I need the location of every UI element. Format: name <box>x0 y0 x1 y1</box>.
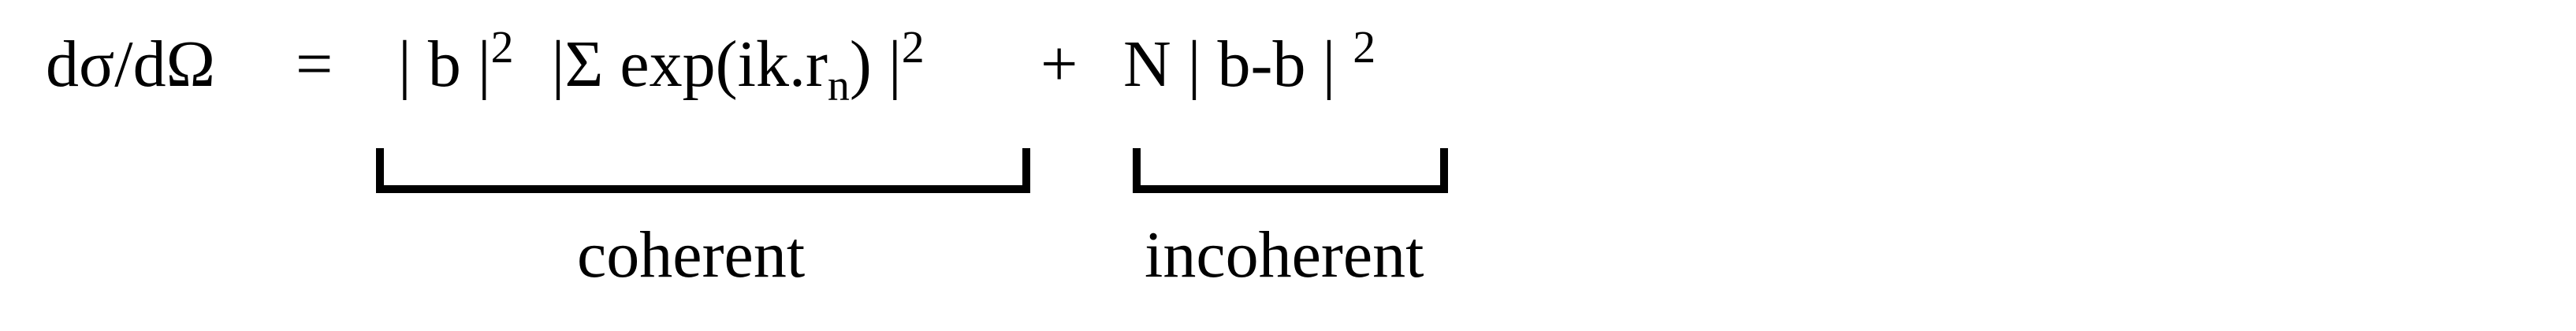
plus-sign: + <box>1040 28 1078 101</box>
lhs-differential-cross-section: dσ/dΩ <box>46 28 216 101</box>
incoherent-label: incoherent <box>1145 218 1424 292</box>
coherent-exponent-2: 2 <box>901 21 925 73</box>
incoherent-expression: N | b-b | <box>1123 28 1336 101</box>
coherent-term: | b |2|Σ exp(ik.rn) |2 <box>398 24 925 109</box>
coherent-exponent-1: 2 <box>490 21 514 73</box>
position-subscript: n <box>827 61 850 110</box>
coherent-label: coherent <box>577 218 806 292</box>
equals-sign: = <box>296 28 333 101</box>
incoherent-term: N | b-b | 2 <box>1123 24 1375 98</box>
scattering-length-abs: | b | <box>398 28 491 101</box>
phase-sum: |Σ exp(ik.r <box>551 28 828 101</box>
coherent-bracket <box>376 148 1030 193</box>
incoherent-exponent: 2 <box>1353 21 1376 73</box>
incoherent-bracket <box>1133 148 1448 193</box>
phase-sum-close: ) | <box>849 28 902 101</box>
